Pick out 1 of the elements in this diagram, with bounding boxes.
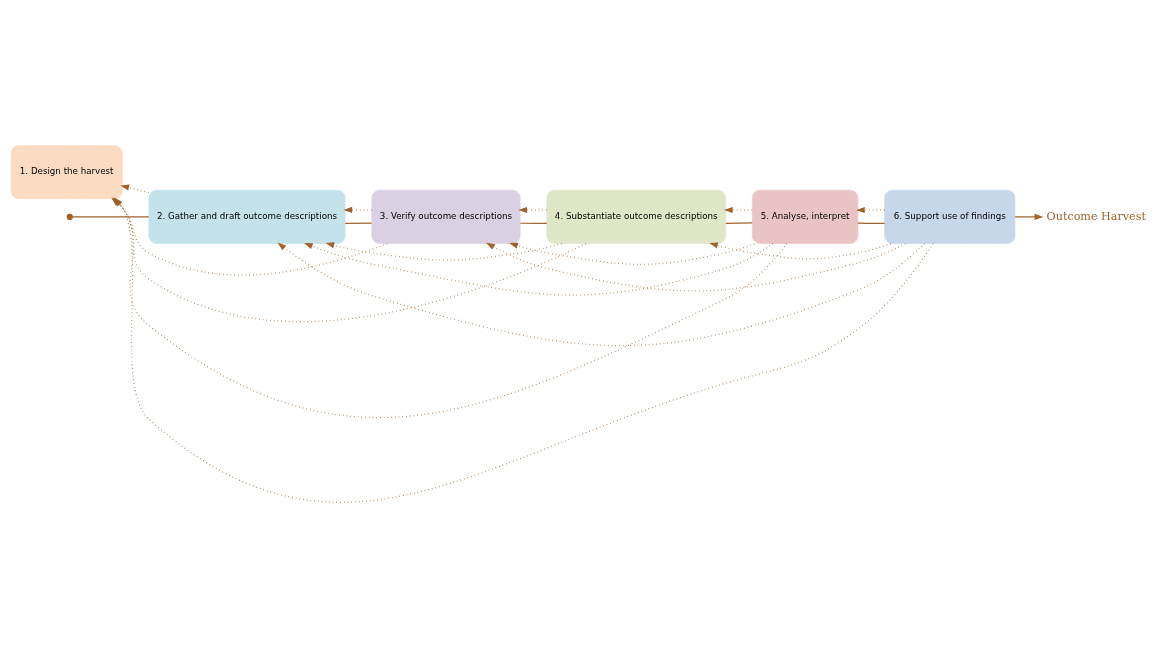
node-text: Outcome Harvest (1046, 209, 1146, 223)
